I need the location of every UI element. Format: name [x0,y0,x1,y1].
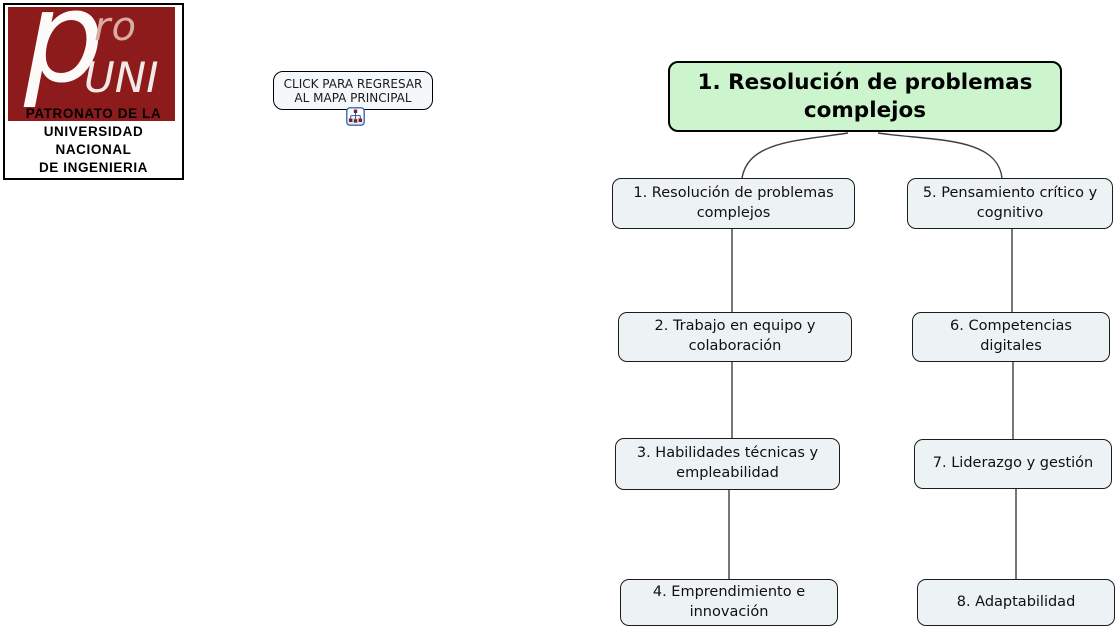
concept-node-2[interactable]: 2. Trabajo en equipo y colaboración [618,312,852,362]
concept-node-5[interactable]: 5. Pensamiento crítico y cognitivo [907,178,1113,229]
logo-caption: PATRONATO DE LA UNIVERSIDAD NACIONAL DE … [25,106,162,175]
concept-node-1[interactable]: 1. Resolución de problemas complejos [612,178,855,229]
return-to-main-map-button[interactable]: CLICK PARA REGRESAR AL MAPA PRINCIPAL [273,71,433,110]
concept-node-7[interactable]: 7. Liderazgo y gestión [914,439,1112,489]
concept-node-4[interactable]: 4. Emprendimiento e innovación [620,579,838,626]
concept-node-6[interactable]: 6. Competencias digitales [912,312,1110,362]
logo-letter-p: p [24,7,104,111]
logo-letters-uni: UNI [84,53,159,102]
concept-map-icon[interactable] [346,107,365,126]
root-concept-node[interactable]: 1. Resolución de problemas complejos [668,61,1062,132]
logo-letters-ro: ro [94,7,137,50]
concept-node-3[interactable]: 3. Habilidades técnicas y empleabilidad [615,438,840,490]
prouni-logo-mark: p ro UNI [8,7,175,121]
edge-root-to-node-1 [741,132,849,179]
edge-root-to-node-5 [877,132,1003,179]
concept-node-8[interactable]: 8. Adaptabilidad [917,579,1115,626]
prouni-logo: p ro UNI PATRONATO DE LA UNIVERSIDAD NAC… [3,3,184,180]
